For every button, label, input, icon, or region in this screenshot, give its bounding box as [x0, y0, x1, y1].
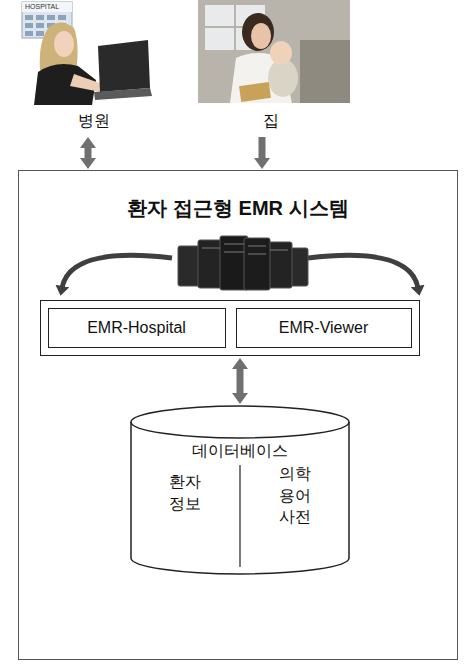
server-cluster	[248, 254, 266, 255]
hospital-photo	[36, 15, 44, 20]
curved-arrow	[62, 255, 172, 288]
module-box: EMR-Hospital	[48, 308, 226, 348]
home-photo	[242, 13, 274, 51]
home-photo	[198, 0, 350, 103]
hospital-photo	[54, 31, 74, 57]
hospital-photo	[25, 31, 33, 36]
hospital-photo	[25, 23, 33, 28]
database-label: 환자 정보	[163, 471, 208, 514]
hospital-photo	[58, 15, 66, 20]
photo-panel: 집	[195, 0, 346, 135]
hospital-photo	[94, 88, 152, 100]
server-cluster	[202, 244, 288, 254]
module-box: EMR-Viewer	[236, 308, 412, 348]
hospital-photo	[22, 2, 72, 12]
home-photo	[270, 41, 292, 65]
server-cluster	[224, 244, 244, 245]
hospital-photo	[36, 23, 44, 28]
hospital-photo	[25, 15, 33, 20]
database-cylinder: 데이터베이스환자 정보 의학 용어 사전	[130, 405, 350, 575]
connector-arrow	[237, 369, 244, 393]
hospital-photo	[22, 2, 152, 105]
photo-caption: 집	[195, 111, 346, 132]
home-photo	[300, 40, 350, 103]
database-label: 의학 용어 사전	[273, 463, 318, 528]
server-cluster	[248, 246, 266, 247]
system-title: 환자 접근형 EMR 시스템	[19, 195, 457, 222]
hospital-photo	[36, 31, 44, 36]
curved-arrow	[308, 255, 418, 288]
database-label: 데이터베이스	[130, 441, 350, 462]
server-cluster	[178, 236, 308, 290]
hospital-photo	[47, 15, 55, 20]
server-cluster	[224, 252, 244, 253]
module-label: EMR-Hospital	[87, 319, 186, 337]
photo-panel: 병원	[30, 0, 158, 135]
curved-arrow	[62, 255, 418, 288]
cylinder-outline	[130, 405, 350, 575]
hospital-photo	[98, 40, 150, 92]
sign-text: HOSPITAL	[25, 3, 59, 11]
home-photo	[251, 23, 271, 49]
home-photo	[239, 82, 271, 102]
photo-caption: 병원	[30, 111, 158, 132]
cylinder-divider	[239, 465, 240, 567]
server-cluster	[270, 250, 288, 251]
home-photo	[198, 0, 350, 103]
module-group: EMR-Hospital EMR-Viewer	[40, 300, 420, 356]
server-cluster	[202, 248, 220, 249]
connector-arrow	[259, 137, 266, 158]
server-cluster	[244, 238, 270, 290]
connector-arrow	[85, 148, 92, 158]
module-label: EMR-Viewer	[279, 319, 369, 337]
cylinder-outline	[131, 406, 349, 574]
system-box: 환자 접근형 EMR 시스템 EMR-Hospital EMR-Viewer 데이터베…	[18, 170, 458, 660]
cylinder-outline	[131, 422, 349, 438]
